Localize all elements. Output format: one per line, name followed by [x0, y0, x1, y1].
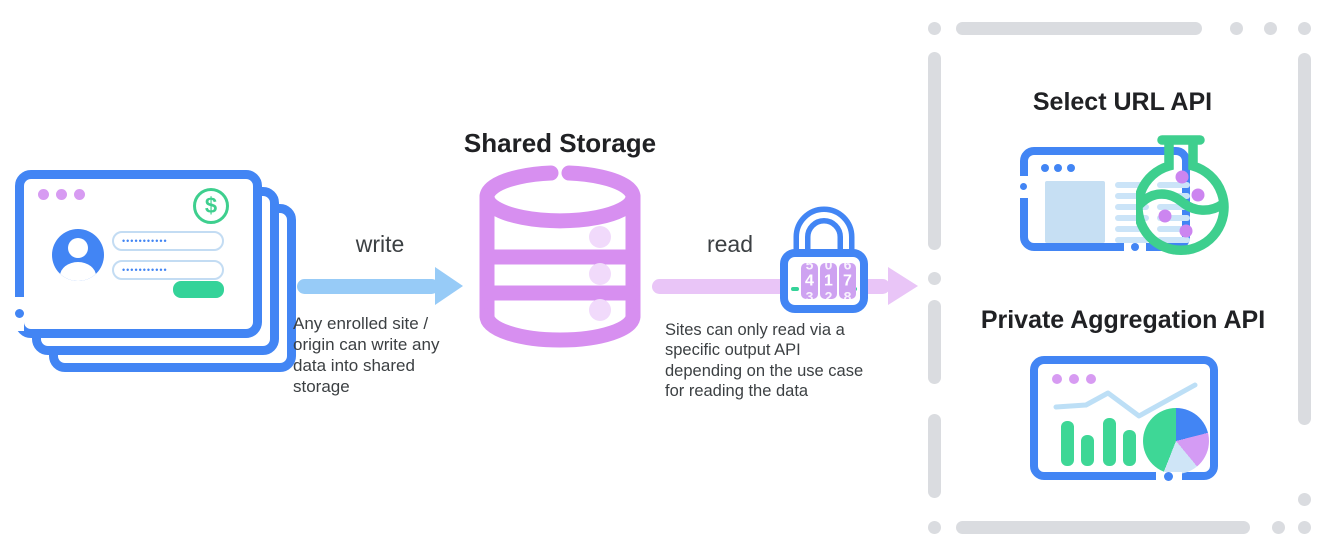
border-dot [1298, 22, 1311, 35]
dial-partial-digit: 2 [824, 288, 833, 299]
border-dash [956, 22, 1202, 35]
border-dot [1264, 22, 1277, 35]
db-band-dot [589, 299, 611, 321]
enrolled-sites-stack: $ [0, 0, 330, 420]
border-dash [928, 414, 941, 498]
border-dot [1298, 493, 1311, 506]
window-border-dot [1164, 472, 1173, 481]
lock-shackle [793, 206, 855, 259]
window-dot [74, 189, 85, 200]
bar-chart-bar [1081, 435, 1094, 466]
lock-dial[interactable]: 5 4 3 [801, 263, 818, 299]
private-aggregation-api-title: Private Aggregation API [980, 306, 1266, 334]
border-dash [928, 52, 941, 250]
write-arrow-head [435, 267, 463, 305]
dial-digit: 1 [824, 272, 833, 290]
dashboard-icon [1030, 356, 1218, 481]
avatar-head [68, 238, 88, 258]
db-top-ellipse [479, 165, 641, 229]
lock-body: 5 4 3 0 1 2 6 7 8 [780, 249, 868, 313]
password-field-1[interactable] [112, 231, 224, 251]
dollar-circle-icon: $ [193, 188, 229, 224]
lock-dial-column: 0 1 2 [820, 263, 837, 299]
db-bottom-arc [479, 308, 641, 348]
border-dash [928, 300, 941, 384]
password-field-2[interactable] [112, 260, 224, 280]
write-caption: Any enrolled site / origin can write any… [293, 314, 440, 397]
border-dot [1298, 521, 1311, 534]
dial-digit: 4 [805, 272, 814, 290]
text-line [1157, 204, 1190, 210]
pie-chart [1143, 408, 1209, 474]
dial-partial-digit: 6 [843, 263, 852, 273]
db-band-dot [589, 263, 611, 285]
text-line [1157, 226, 1190, 232]
read-caption: Sites can only read via a specific outpu… [665, 321, 864, 401]
text-line [1115, 237, 1149, 243]
flask-bubble [1175, 170, 1189, 184]
border-dash [956, 521, 1250, 534]
text-line [1157, 237, 1190, 243]
submit-button[interactable] [173, 281, 224, 298]
text-line [1157, 215, 1190, 221]
lock-dash-left [791, 287, 799, 291]
dial-partial-digit: 8 [843, 288, 852, 299]
text-line [1115, 226, 1149, 232]
lock-dial[interactable]: 0 1 2 [820, 263, 837, 299]
border-dot [928, 521, 941, 534]
flask-bubble [1158, 209, 1172, 223]
db-band-dot [589, 226, 611, 248]
card-border-dot [15, 309, 24, 318]
window-dot [1069, 374, 1079, 384]
text-line [1115, 204, 1149, 210]
write-label: write [355, 231, 405, 257]
content-panel [1045, 181, 1105, 243]
window-border-dot [1020, 183, 1027, 190]
flask-wave [1136, 189, 1228, 215]
flask-icon [1136, 135, 1229, 255]
lock-dial-column: 6 7 8 [839, 263, 856, 299]
text-line [1115, 193, 1149, 199]
combination-lock-icon: 5 4 3 0 1 2 6 7 8 [778, 201, 870, 316]
border-dot [1272, 521, 1285, 534]
lock-dial[interactable]: 6 7 8 [839, 263, 856, 299]
shared-storage-title: Shared Storage [463, 128, 657, 158]
user-avatar-icon [52, 229, 104, 281]
border-dot [928, 272, 941, 285]
browser-window-icon [1020, 147, 1190, 251]
avatar-torso [60, 262, 96, 281]
window-dot [56, 189, 67, 200]
window-dot [1041, 164, 1049, 172]
border-dash [1298, 53, 1311, 425]
window-border-dot [1131, 243, 1139, 251]
select-url-api-title: Select URL API [1032, 88, 1213, 116]
bar-chart-bar [1103, 418, 1116, 466]
window-dot [38, 189, 49, 200]
border-dot [928, 22, 941, 35]
dial-partial-digit: 5 [805, 263, 814, 273]
border-dot [1230, 22, 1243, 35]
site-card-front: $ [15, 170, 262, 338]
dial-digit: 7 [843, 272, 852, 290]
text-line [1157, 182, 1190, 188]
text-line [1115, 215, 1149, 221]
dial-partial-digit: 0 [824, 263, 833, 273]
window-dot [1054, 164, 1062, 172]
database-icon [479, 165, 641, 348]
dial-partial-digit: 3 [805, 288, 814, 299]
read-label: read [706, 231, 754, 257]
flask-bubble [1191, 188, 1205, 202]
line-chart [1053, 382, 1198, 419]
window-dot [1086, 374, 1096, 384]
flask-body [1136, 139, 1229, 255]
flask-bubble [1179, 224, 1193, 238]
read-arrow-head [888, 267, 918, 305]
text-line [1115, 182, 1149, 188]
bar-chart-bar [1123, 430, 1136, 466]
write-arrow [297, 279, 439, 294]
lock-dial-column: 5 4 3 [801, 263, 818, 299]
window-dot [1052, 374, 1062, 384]
bar-chart-bar [1061, 421, 1074, 466]
window-dot [1067, 164, 1075, 172]
